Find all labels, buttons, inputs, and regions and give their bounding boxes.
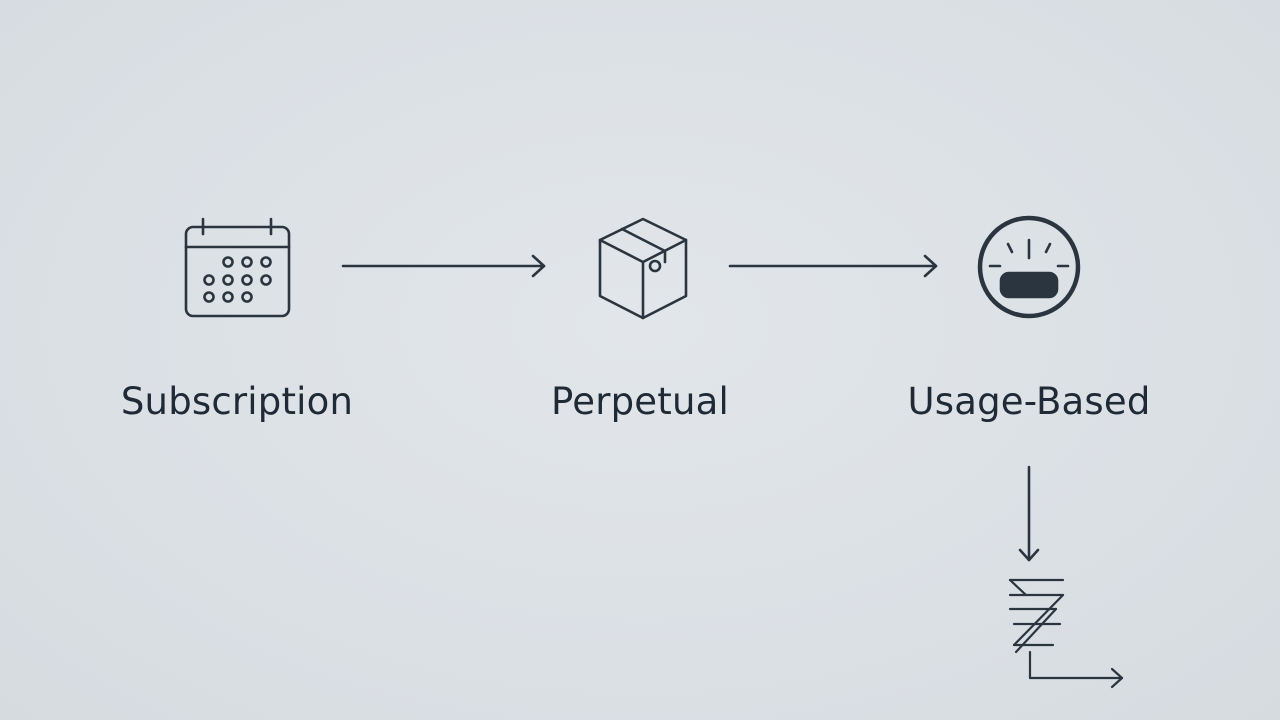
usage-based-label: Usage-Based [907, 380, 1151, 423]
calendar-icon [184, 217, 291, 318]
box-icon [598, 217, 688, 320]
arrow-subscription-to-perpetual [341, 254, 546, 278]
subscription-label: Subscription [120, 380, 354, 423]
coil-icon [1008, 578, 1065, 680]
arrow-usage-down [1018, 465, 1040, 562]
arrow-coil-right [1028, 667, 1124, 689]
gauge-icon [977, 215, 1081, 319]
arrow-perpetual-to-usage [728, 254, 938, 278]
perpetual-label: Perpetual [551, 380, 729, 423]
